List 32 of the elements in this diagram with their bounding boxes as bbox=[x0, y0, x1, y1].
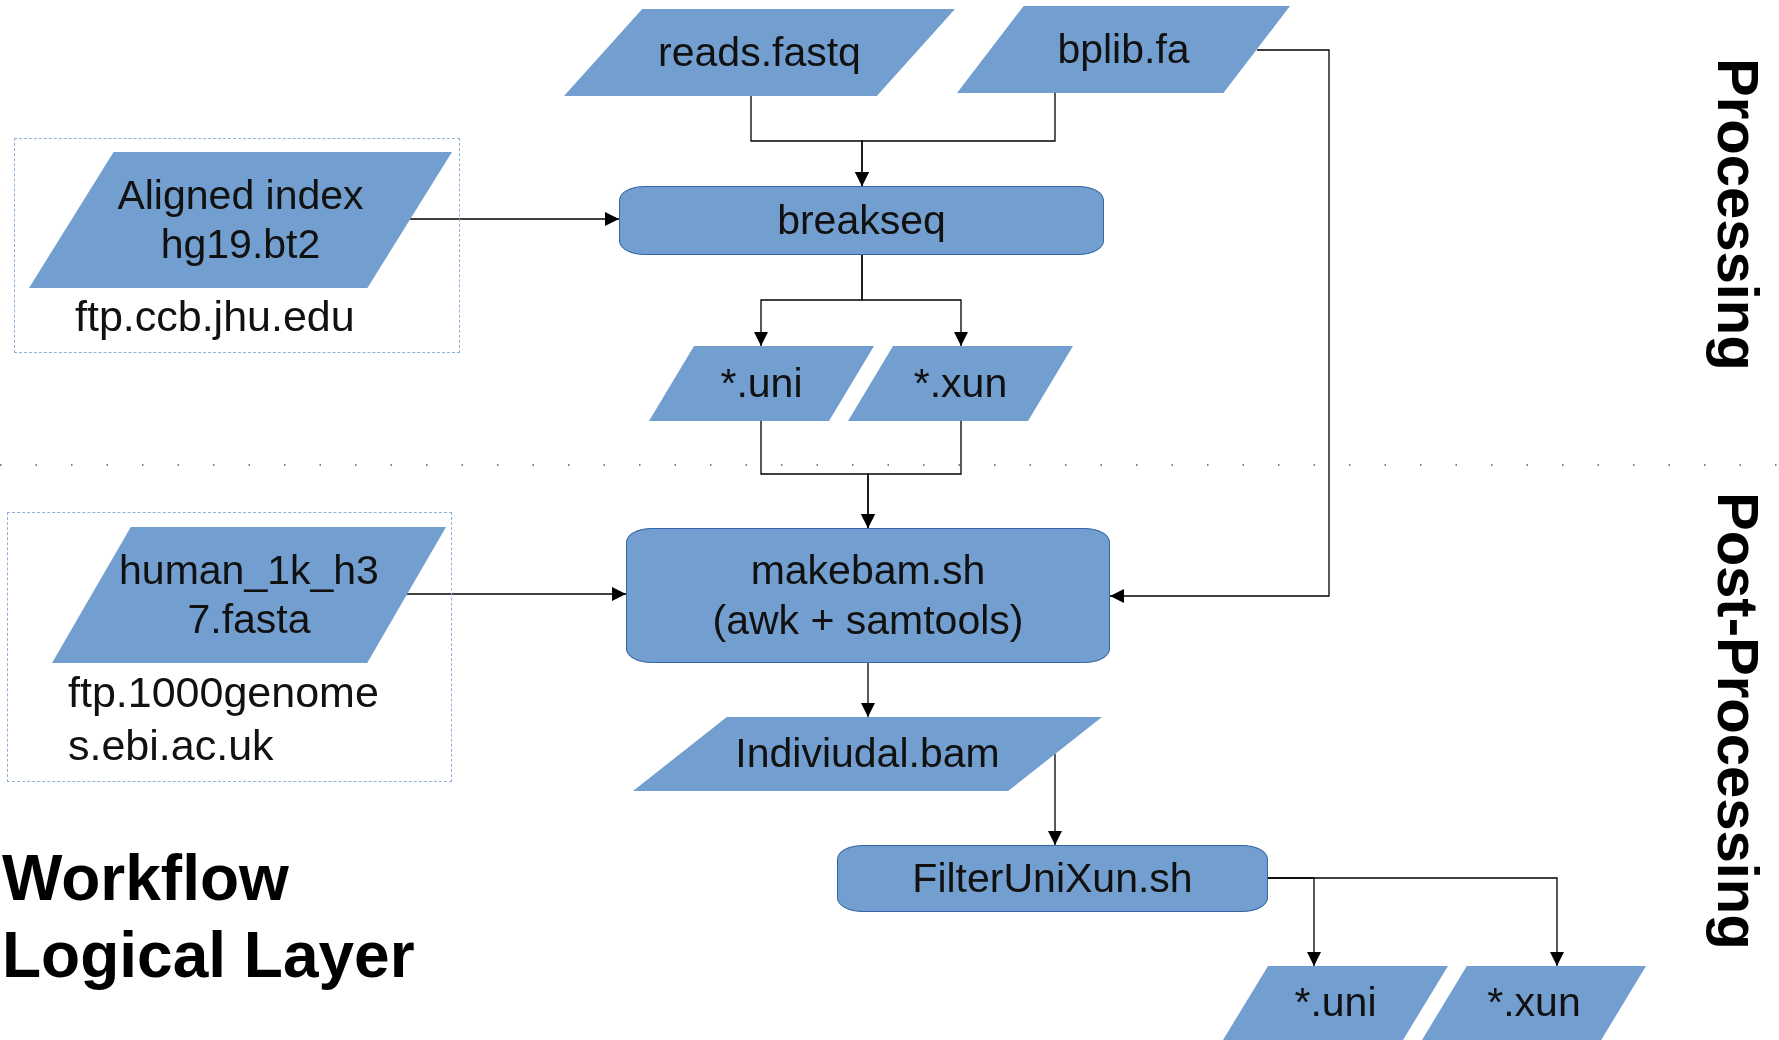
arrow bbox=[1267, 877, 1564, 967]
arrow bbox=[1048, 753, 1062, 846]
source-group-box bbox=[14, 138, 460, 353]
source-url: ftp.ccb.jhu.edu bbox=[75, 291, 356, 343]
arrow bbox=[1109, 49, 1330, 603]
node-label: makebam.sh bbox=[750, 546, 986, 596]
node-label: *.uni bbox=[720, 358, 803, 408]
arrow bbox=[408, 212, 620, 226]
arrow bbox=[405, 587, 627, 601]
diagram-title: Workflow Logical Layer bbox=[2, 841, 416, 993]
node-label: (awk + samtools) bbox=[712, 595, 1024, 645]
section-label: Post-Processing bbox=[1705, 492, 1772, 950]
arrow bbox=[861, 254, 968, 347]
process-box bbox=[619, 186, 1104, 255]
node-label: Indiviudal.bam bbox=[735, 729, 1000, 779]
arrow bbox=[855, 92, 1056, 187]
section-label: Processing bbox=[1705, 58, 1772, 371]
node-label: *.xun bbox=[1487, 978, 1581, 1028]
source-url: ftp.1000genomes.ebi.ac.uk bbox=[68, 666, 380, 772]
arrow bbox=[861, 420, 962, 529]
node-label: *.uni bbox=[1294, 978, 1377, 1028]
node-label: breakseq bbox=[777, 195, 946, 245]
node-label: *.xun bbox=[913, 358, 1008, 408]
node-label: human_1k_h37.fasta bbox=[118, 545, 380, 644]
process-box bbox=[837, 845, 1268, 912]
node-label: bplib.fa bbox=[1057, 24, 1190, 74]
node-label: Aligned index hg19.bt2 bbox=[116, 170, 365, 269]
process-box bbox=[626, 528, 1110, 663]
source-group-box bbox=[7, 512, 452, 782]
arrow bbox=[861, 662, 875, 718]
node-label: FilterUniXun.sh bbox=[912, 853, 1193, 903]
node-label: reads.fastq bbox=[658, 27, 861, 77]
